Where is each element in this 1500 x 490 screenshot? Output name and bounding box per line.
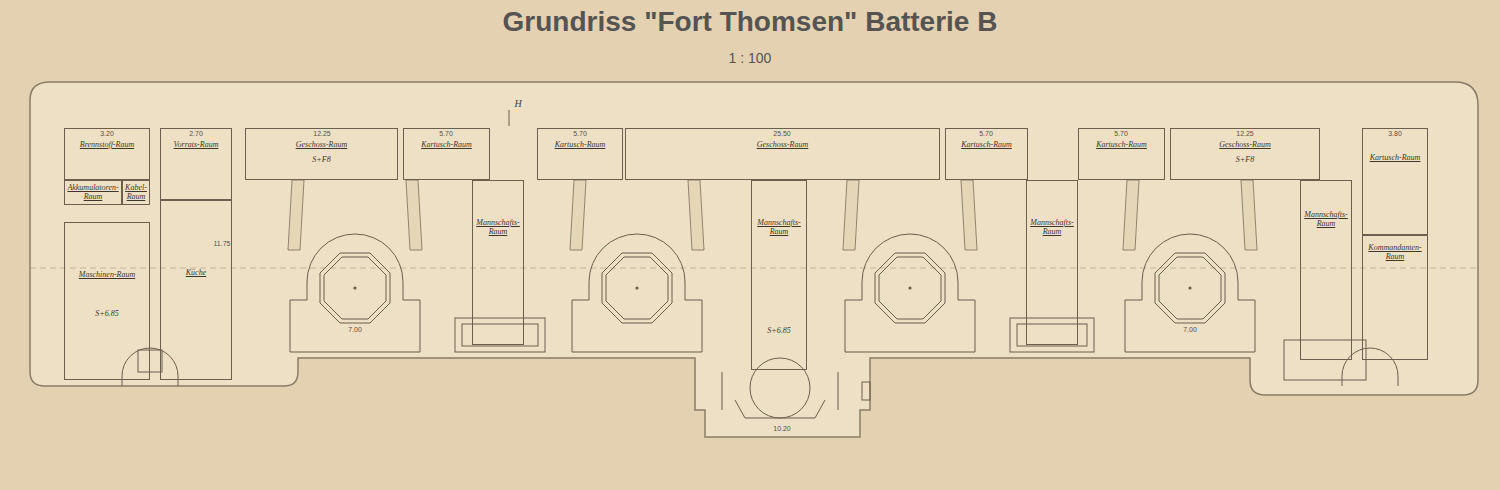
room-box: Mannschafts-RaumS+6.85 xyxy=(751,180,807,370)
room-name: Kabel-Raum xyxy=(125,184,147,202)
dimension: 5.70 xyxy=(1114,130,1128,137)
room-name: Geschoss-Raum xyxy=(628,141,937,150)
dimension: 12.25 xyxy=(1236,130,1254,137)
wall-pillars xyxy=(288,180,1257,250)
room-name: Kommandanten-Raum xyxy=(1365,244,1425,262)
room-name: Mannschafts-Raum xyxy=(1029,219,1075,237)
dimension: 11.75 xyxy=(214,240,231,247)
room-level: S+6.85 xyxy=(67,310,147,319)
room-name: Kartusch-Raum xyxy=(540,141,620,150)
dimension: 25.50 xyxy=(773,130,791,137)
axis-line xyxy=(30,268,1478,269)
room-name: Brennstoff-Raum xyxy=(67,141,147,150)
room-box: Kartusch-Raum xyxy=(403,128,490,180)
plan-title: Grundriss "Fort Thomsen" Batterie B xyxy=(0,6,1500,38)
room-box: Kartusch-Raum xyxy=(945,128,1028,180)
room-box: Küche xyxy=(160,200,232,380)
room-box: Akkumulatoren-Raum xyxy=(64,180,122,205)
room-name: Kartusch-Raum xyxy=(1365,154,1425,163)
room-box: Kabel-Raum xyxy=(122,180,150,205)
dimension: 10.20 xyxy=(773,425,791,432)
dimension: 7.00 xyxy=(348,326,362,333)
room-box: Mannschafts-Raum xyxy=(1300,180,1352,360)
room-name: Mannschafts-Raum xyxy=(754,219,804,237)
room-name: Küche xyxy=(163,269,229,278)
room-name: Akkumulatoren-Raum xyxy=(67,184,119,202)
room-name: Geschoss-Raum xyxy=(248,141,395,150)
room-name: Kartusch-Raum xyxy=(948,141,1025,150)
room-box: Kartusch-Raum xyxy=(537,128,623,180)
room-name: Kartusch-Raum xyxy=(1081,141,1162,150)
room-box: Maschinen-RaumS+6.85 xyxy=(64,222,150,380)
room-level: S+6.85 xyxy=(754,327,804,336)
dimension: 12.25 xyxy=(313,130,331,137)
dimension: 3.80 xyxy=(1388,130,1402,137)
room-box: Mannschafts-Raum xyxy=(1026,180,1078,345)
room-box: Brennstoff-Raum xyxy=(64,128,150,180)
dimension: 2.70 xyxy=(189,130,203,137)
section-marker xyxy=(509,110,510,126)
room-box: Kartusch-Raum xyxy=(1078,128,1165,180)
gun-pivots xyxy=(353,286,1191,289)
room-box: Mannschafts-Raum xyxy=(472,180,524,345)
dimension: 3.20 xyxy=(100,130,114,137)
room-box: Vorrats-Raum xyxy=(160,128,232,200)
plan-sheet xyxy=(30,82,1478,437)
room-name: Kartusch-Raum xyxy=(406,141,487,150)
dimension: 5.70 xyxy=(439,130,453,137)
scale-note: 1 : 100 xyxy=(729,50,772,66)
room-name: Vorrats-Raum xyxy=(163,141,229,150)
room-box: Geschoss-Raum xyxy=(625,128,940,180)
dimension: 5.70 xyxy=(979,130,993,137)
room-box: Geschoss-RaumS+F8 xyxy=(245,128,398,180)
dimension: 5.70 xyxy=(573,130,587,137)
room-box: Geschoss-RaumS+F8 xyxy=(1170,128,1320,180)
room-box: Kommandanten-Raum xyxy=(1362,235,1428,360)
entrances xyxy=(122,318,1398,418)
gun-emplacements xyxy=(290,234,1255,352)
room-name: Maschinen-Raum xyxy=(67,271,147,280)
room-name: Mannschafts-Raum xyxy=(475,219,521,237)
room-name: Mannschafts-Raum xyxy=(1303,211,1349,229)
room-level: S+F8 xyxy=(248,156,395,165)
room-name: Geschoss-Raum xyxy=(1173,141,1317,150)
dimension: 7.00 xyxy=(1183,326,1197,333)
room-box: Kartusch-Raum xyxy=(1362,128,1428,235)
section-mark: H xyxy=(514,98,521,109)
room-level: S+F8 xyxy=(1173,156,1317,165)
